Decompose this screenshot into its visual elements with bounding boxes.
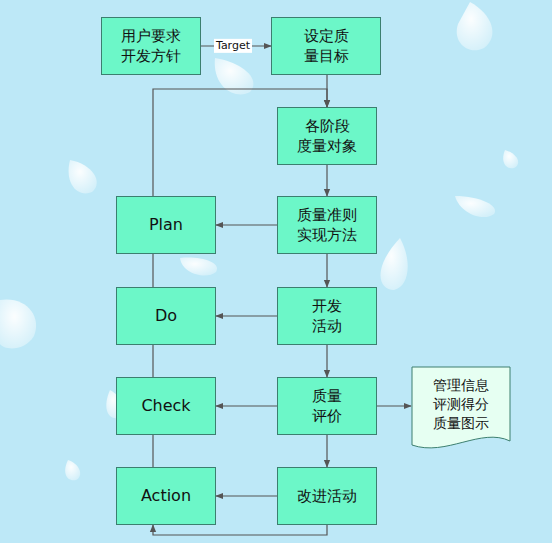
process-box: Action bbox=[116, 467, 216, 525]
node-text: Action bbox=[141, 485, 191, 507]
node-text: 质量 评价 bbox=[309, 386, 345, 427]
process-box: 开发 活动 bbox=[277, 287, 377, 345]
node-text: Plan bbox=[149, 214, 183, 236]
flow-connector bbox=[377, 405, 411, 406]
flow-connector bbox=[326, 435, 327, 467]
node-text: 各阶段 度量对象 bbox=[297, 116, 358, 157]
process-box: 各阶段 度量对象 bbox=[277, 107, 377, 165]
node-text: Check bbox=[141, 395, 190, 417]
flow-connector bbox=[326, 254, 327, 287]
flow-connector bbox=[216, 224, 277, 225]
flow-connector bbox=[326, 165, 327, 196]
edge-label: Target bbox=[214, 39, 252, 53]
flow-connector bbox=[152, 254, 153, 287]
flow-connector bbox=[152, 435, 153, 467]
process-box: Check bbox=[116, 377, 216, 435]
process-box: 改进活动 bbox=[277, 467, 377, 525]
process-box: Plan bbox=[116, 196, 216, 254]
flow-connector bbox=[152, 345, 153, 377]
flow-connector bbox=[153, 525, 327, 535]
node-text: Do bbox=[155, 305, 177, 327]
process-box: Do bbox=[116, 287, 216, 345]
node-text: 用户要求 开发方针 bbox=[121, 26, 182, 67]
process-box: 设定质 量目标 bbox=[271, 17, 381, 75]
node-text: 质量准则 实现方法 bbox=[297, 205, 358, 246]
flow-connector bbox=[326, 345, 327, 377]
process-box: 质量 评价 bbox=[277, 377, 377, 435]
flow-connector bbox=[216, 495, 277, 496]
flow-connector bbox=[216, 405, 277, 406]
flow-connector bbox=[216, 315, 277, 316]
document-shape: 管理信息 评测得分 质量图示 bbox=[411, 366, 511, 453]
node-text: 开发 活动 bbox=[309, 296, 345, 337]
node-text: 设定质 量目标 bbox=[303, 26, 349, 67]
process-box: 用户要求 开发方针 bbox=[101, 17, 201, 75]
node-text: 管理信息 评测得分 质量图示 bbox=[433, 376, 490, 433]
node-text: 改进活动 bbox=[297, 486, 358, 506]
process-box: 质量准则 实现方法 bbox=[277, 196, 377, 254]
